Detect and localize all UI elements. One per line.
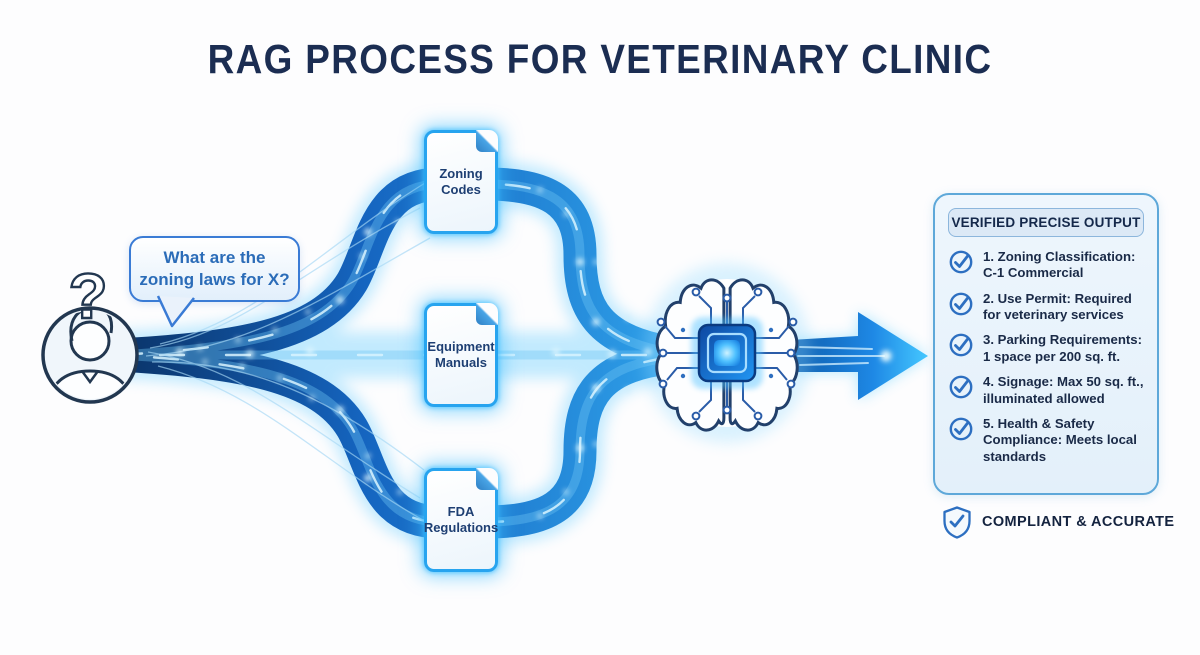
check-circle-icon: [949, 334, 973, 357]
pipe-glow-dots: [176, 228, 652, 482]
compliance-badge: COMPLIANT & ACCURATE: [941, 505, 1174, 539]
output-item-text: 2. Use Permit: Required for veterinary s…: [983, 290, 1132, 323]
output-item: 2. Use Permit: Required for veterinary s…: [948, 291, 1144, 324]
verified-output-badge: VERIFIED PRECISE OUTPUT: [948, 208, 1144, 237]
document-icon-zoning-codes: Zoning Codes: [424, 130, 498, 234]
output-item-text: 1. Zoning Classification: C-1 Commercial: [983, 249, 1136, 281]
output-panel: VERIFIED PRECISE OUTPUT 1. Zoning Classi…: [933, 193, 1159, 495]
speech-bubble-tail: [156, 294, 195, 327]
circuit-dots: [680, 327, 774, 379]
brain-circuit-icon: [643, 263, 811, 443]
check-circle-icon: [949, 417, 973, 441]
check-circle-icon: [949, 250, 973, 274]
network-nodes: [197, 187, 631, 519]
output-item: 4. Signage: Max 50 sq. ft., illuminated …: [948, 374, 1144, 407]
folded-corner-icon: [476, 303, 498, 325]
check-circle-icon: [949, 375, 973, 399]
shield-check-icon: [943, 506, 971, 539]
chip-icon: [691, 317, 763, 389]
folded-corner-icon: [476, 130, 498, 152]
document-icon-fda-regulations: FDA Regulations: [424, 468, 498, 572]
output-item-text: 3. Parking Requirements: 1 space per 200…: [983, 332, 1143, 364]
document-label: Zoning Codes: [439, 165, 483, 197]
output-item-text: 5. Health & Safety Compliance: Meets loc…: [983, 415, 1137, 464]
question-mark-icon: ?: [68, 260, 107, 332]
speech-bubble-text: What are the zoning laws for X?: [139, 248, 290, 289]
circuit-nodes: [656, 287, 798, 421]
document-icon-equipment-manuals: Equipment Manuals: [424, 303, 498, 407]
document-label: FDA Regulations: [423, 503, 499, 535]
check-circle-icon: [949, 292, 973, 316]
output-item: 1. Zoning Classification: C-1 Commercial: [948, 249, 1144, 282]
page-title: RAG PROCESS FOR VETERINARY CLINIC: [207, 36, 993, 82]
output-arrow-icon: [790, 312, 928, 400]
document-label: Equipment Manuals: [427, 338, 495, 370]
user-avatar-icon: [41, 306, 139, 404]
output-item: 5. Health & Safety Compliance: Meets loc…: [948, 416, 1144, 465]
speech-bubble: What are the zoning laws for X?: [129, 236, 300, 327]
folded-corner-icon: [476, 468, 498, 490]
output-item: 3. Parking Requirements: 1 space per 200…: [948, 332, 1144, 365]
compliance-label: COMPLIANT & ACCURATE: [982, 514, 1175, 530]
output-item-text: 4. Signage: Max 50 sq. ft., illuminated …: [983, 374, 1144, 406]
